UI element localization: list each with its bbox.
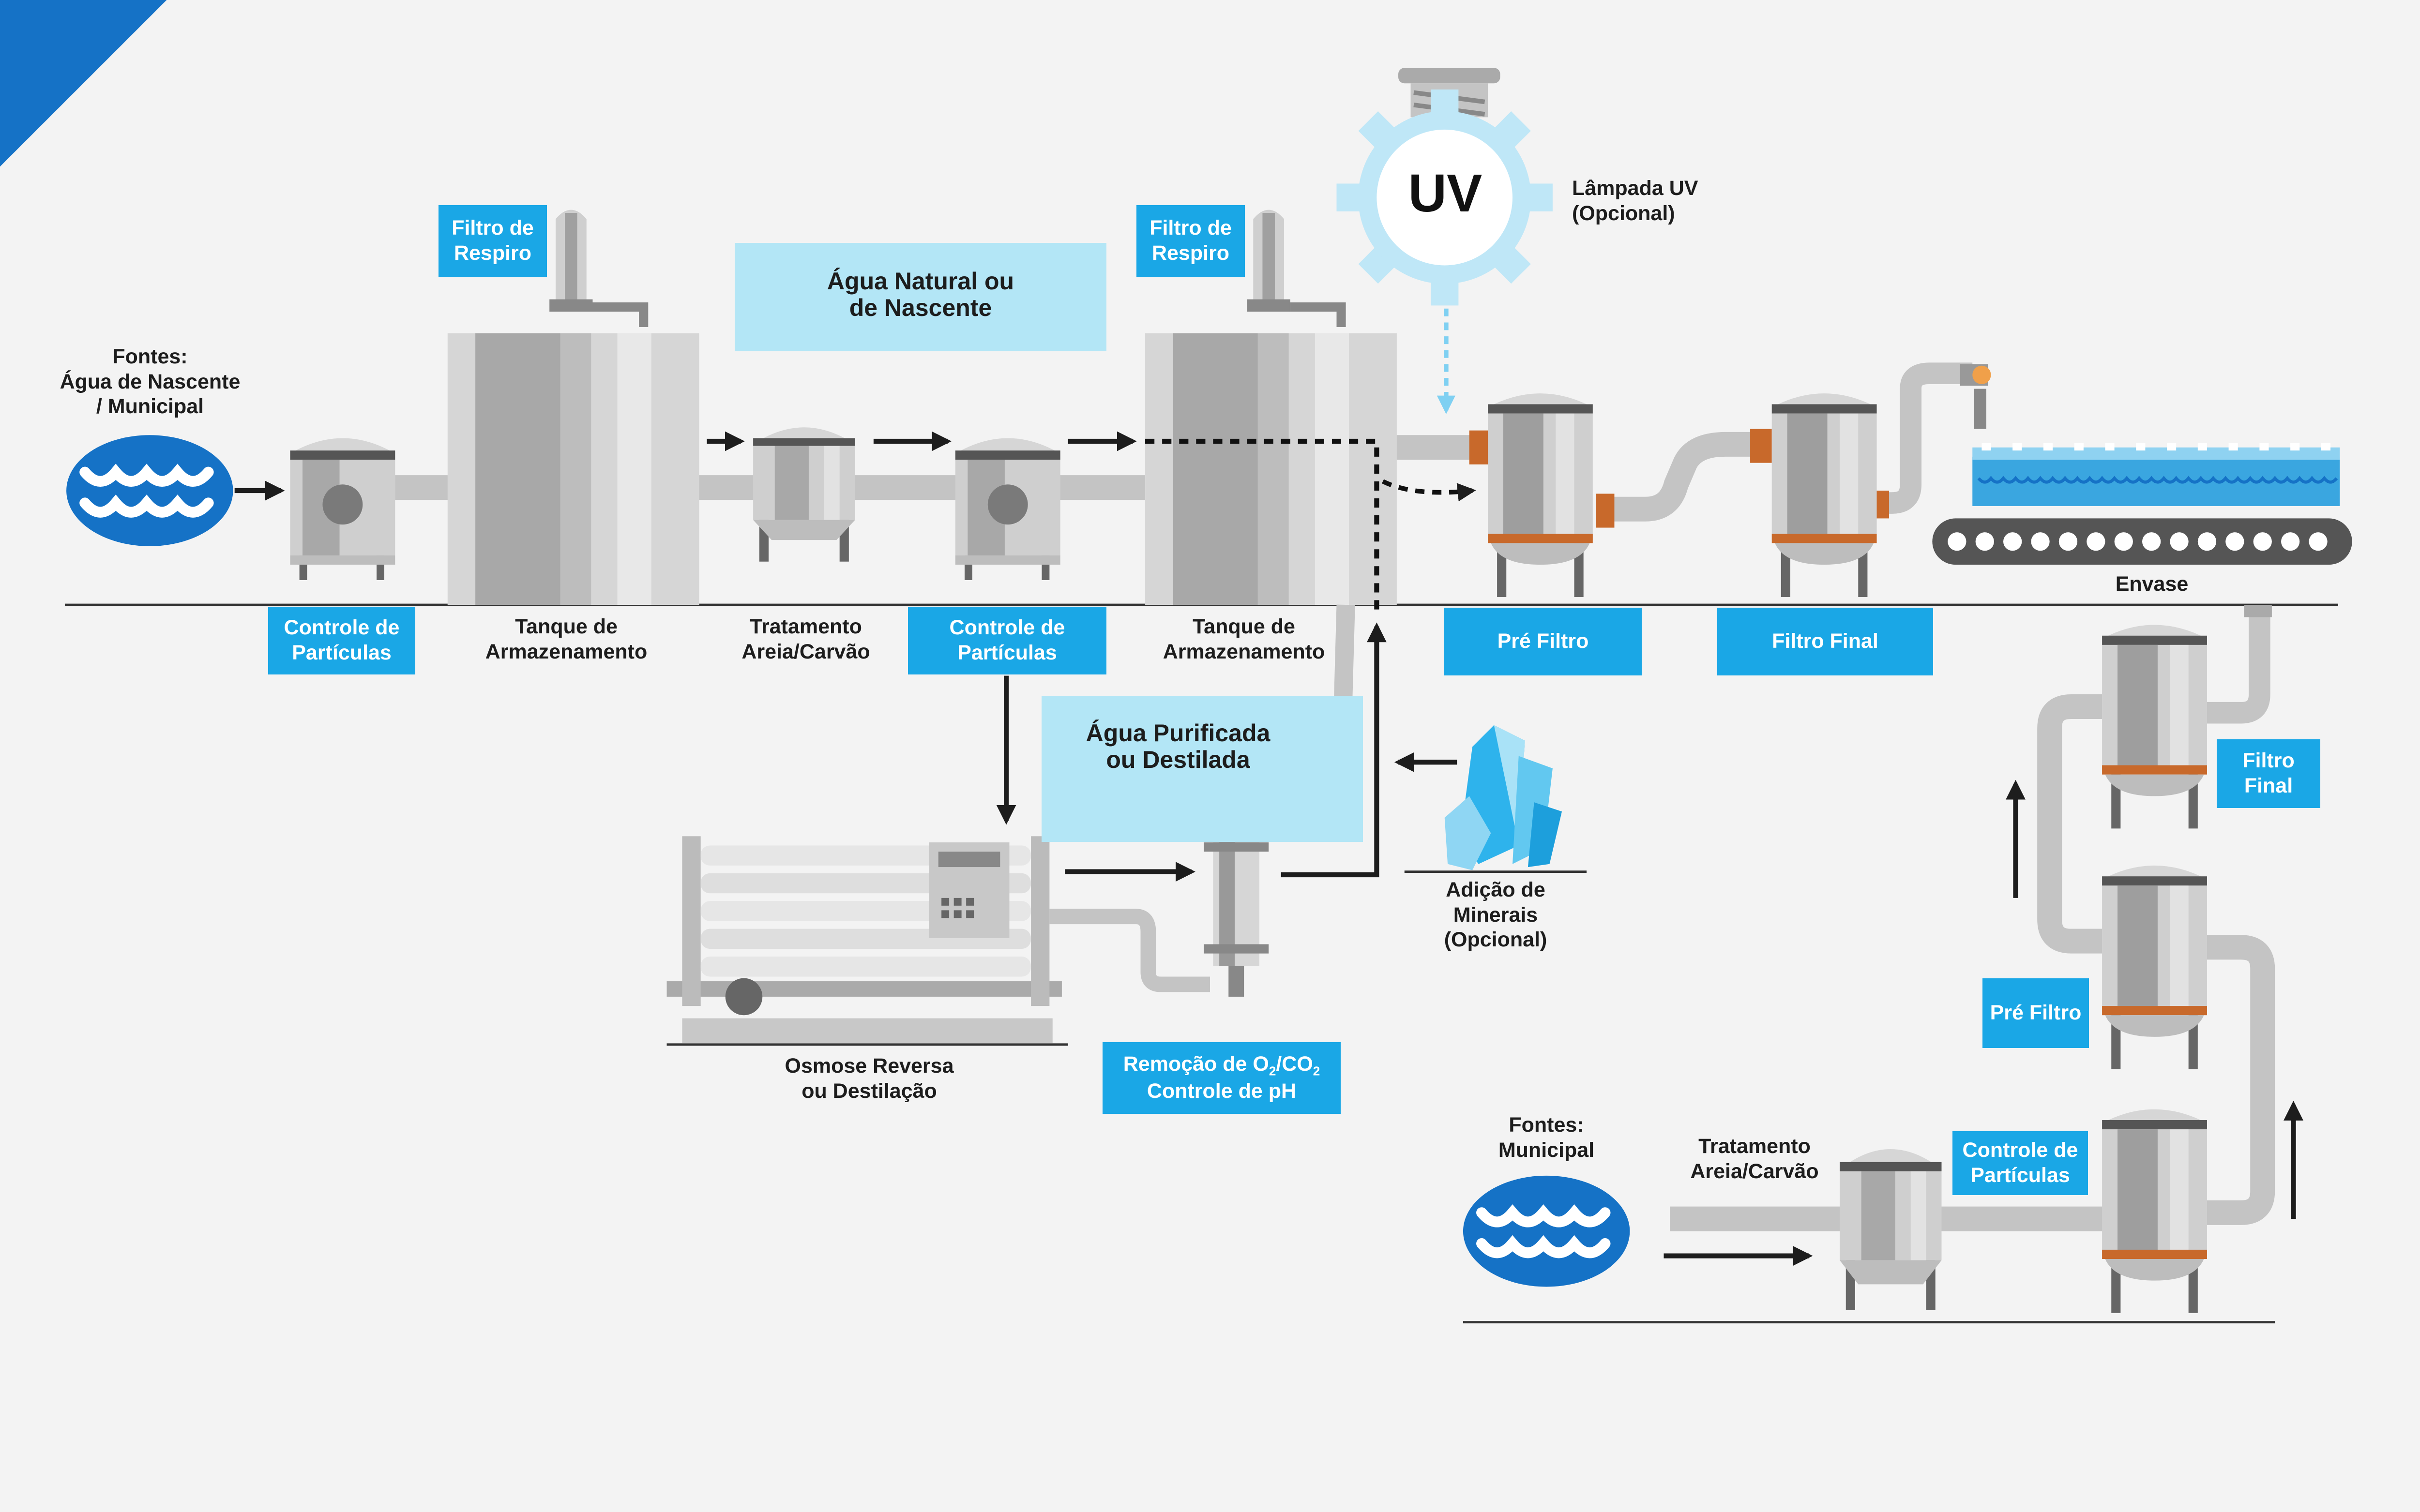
pipe-to-bottler bbox=[1876, 362, 1973, 514]
final-filter-2-label: Filtro Final bbox=[2217, 739, 2320, 808]
storage-tank-2-label: Tanque de Armazenamento bbox=[1163, 615, 1325, 663]
pre-filter-2 bbox=[2102, 865, 2207, 1069]
particle-control-1-label: Controle de Partículas bbox=[268, 607, 415, 674]
pipe-top-1 bbox=[395, 475, 451, 500]
uv-lamp-symbol: UV bbox=[1408, 164, 1482, 223]
uv-lamp-label: Lâmpada UV (Opcional) bbox=[1572, 177, 1698, 225]
pipe-municipal-mid bbox=[1938, 1206, 2105, 1231]
conveyor-belt bbox=[1932, 518, 2352, 565]
pipe-uv-flange bbox=[1469, 430, 1491, 464]
pipe-top-2 bbox=[697, 475, 756, 500]
breather-filter-2-graphic bbox=[1247, 210, 1346, 328]
arrow-return-to-tank bbox=[1281, 622, 1387, 878]
gas-removal-text: Remoção de O2/CO2 bbox=[1123, 1052, 1320, 1078]
breather-filter-1-label: Filtro de Respiro bbox=[439, 205, 547, 277]
filler-light bbox=[1972, 365, 1991, 385]
particle-control-1 bbox=[290, 438, 395, 580]
source-label-top: Fontes: Água de Nascente / Municipal bbox=[60, 345, 241, 419]
minerals-label: Adição de Minerais (Opcional) bbox=[1444, 878, 1547, 952]
pipe-municipal-up-left bbox=[2037, 694, 2102, 954]
reverse-osmosis-unit bbox=[666, 836, 1210, 1043]
pipe-municipal-top bbox=[2207, 608, 2270, 724]
pipe-top-4 bbox=[1059, 475, 1146, 500]
uv-lamp bbox=[1336, 68, 1553, 306]
particle-control-2-label: Controle de Partículas bbox=[908, 607, 1106, 674]
ph-control-text: Controle de pH bbox=[1147, 1079, 1297, 1103]
storage-tank-1-label: Tanque de Armazenamento bbox=[485, 615, 648, 663]
pipe-top-3 bbox=[852, 475, 957, 500]
gas-removal-ph-label: Remoção de O2/CO2 Controle de pH bbox=[1103, 1042, 1341, 1114]
pipe-municipal-up-right bbox=[2207, 935, 2275, 1225]
natural-water-panel: Água Natural ou de Nascente bbox=[735, 243, 1106, 351]
pipe-municipal-cap bbox=[2244, 605, 2272, 617]
flange-pre-out bbox=[1596, 494, 1615, 528]
source-label-municipal: Fontes: Municipal bbox=[1498, 1113, 1595, 1162]
sand-carbon-2 bbox=[1840, 1149, 1942, 1310]
dotted-flow-tank bbox=[1145, 438, 1379, 611]
storage-tank-1 bbox=[447, 333, 699, 605]
particle-control-3-label: Controle de Partículas bbox=[1952, 1131, 2088, 1195]
final-filter-1 bbox=[1771, 393, 1877, 598]
particle-control-2 bbox=[955, 438, 1060, 580]
breather-filter-2-label: Filtro de Respiro bbox=[1136, 205, 1245, 277]
flange-final-in bbox=[1750, 429, 1772, 463]
sand-carbon-1 bbox=[753, 427, 855, 562]
mineral-crystals bbox=[1444, 725, 1562, 870]
breather-filter-1-graphic bbox=[549, 210, 649, 328]
pre-filter-1 bbox=[1487, 393, 1593, 598]
reverse-osmosis-label: Osmose Reversa ou Destilação bbox=[785, 1054, 954, 1103]
final-filter-2 bbox=[2102, 625, 2207, 829]
sand-carbon-1-label: Tratamento Areia/Carvão bbox=[741, 615, 870, 663]
particle-control-3 bbox=[2102, 1109, 2207, 1313]
dotted-flow-to-prefilter bbox=[1382, 479, 1476, 502]
degasifier bbox=[1204, 814, 1269, 997]
purified-water-panel: Água Purificada ou Destilada bbox=[1042, 696, 1363, 842]
water-source-icon-municipal bbox=[1463, 1176, 1630, 1287]
bottling-label: Envase bbox=[2115, 572, 2189, 596]
bottle-row bbox=[1972, 443, 2340, 506]
filler-nozzle bbox=[1974, 389, 1986, 429]
pre-filter-2-label: Pré Filtro bbox=[1982, 978, 2089, 1048]
pre-filter-1-label: Pré Filtro bbox=[1444, 608, 1642, 675]
pipe-municipal-in bbox=[1670, 1206, 1843, 1231]
corner-accent bbox=[0, 0, 167, 167]
final-filter-1-label: Filtro Final bbox=[1717, 608, 1933, 675]
pipe-pre-to-final bbox=[1599, 432, 1760, 522]
storage-tank-2 bbox=[1145, 333, 1397, 605]
sand-carbon-2-label: Tratamento Areia/Carvão bbox=[1690, 1135, 1819, 1183]
water-source-icon-top bbox=[66, 435, 233, 546]
